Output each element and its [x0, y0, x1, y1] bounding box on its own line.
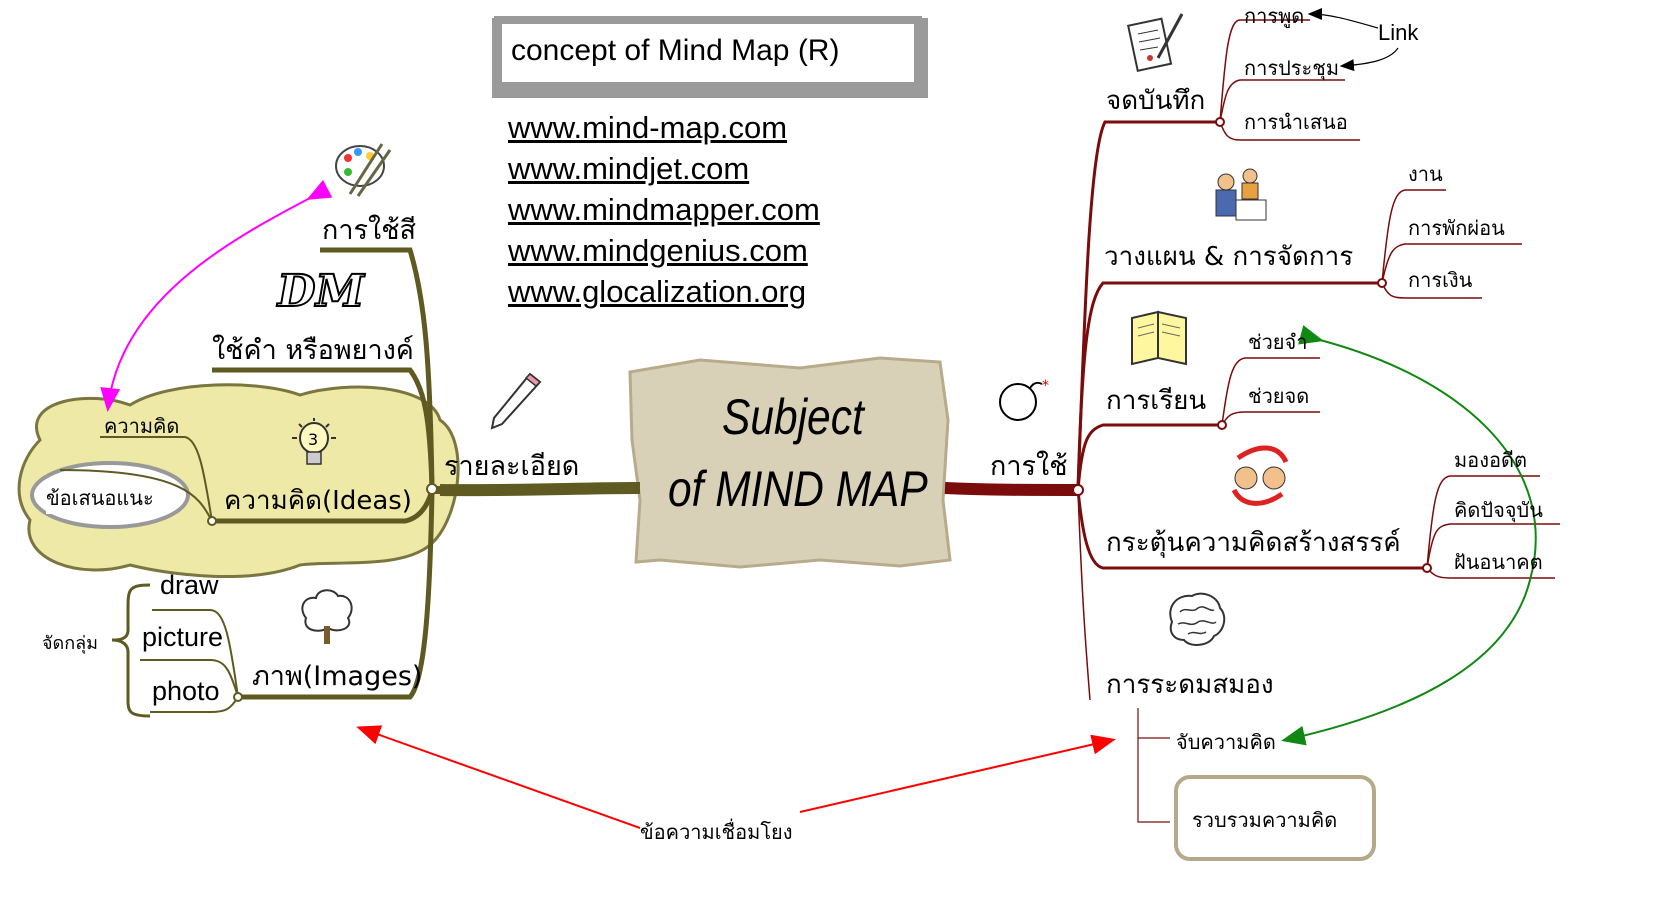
leaf-present-think — [1426, 523, 1560, 569]
leaf-past — [1426, 475, 1540, 569]
meeting-label: การประชุม — [1244, 56, 1340, 80]
right-main-label: การใช้ — [990, 451, 1068, 482]
rest-label: การพักผ่อน — [1408, 216, 1505, 240]
lightbulb-icon: 3 — [292, 418, 336, 465]
left-main-label: รายละเอียด — [444, 451, 580, 482]
images-label: ภาพ(Images) — [252, 661, 423, 692]
photo-label: photo — [152, 676, 220, 706]
collect-label: รวบรวมความคิด — [1192, 808, 1338, 832]
work-label: งาน — [1408, 162, 1443, 186]
plan-label: วางแผน & การจัดการ — [1104, 242, 1354, 272]
book-icon — [1131, 310, 1187, 366]
link-glocalization[interactable]: www.glocalization.org — [508, 274, 807, 309]
svg-text:*: * — [1042, 378, 1049, 394]
svg-text:DM: DM — [273, 265, 369, 317]
present-think-label: คิดปัจจุบัน — [1454, 498, 1543, 522]
idea-sub-label: ความคิด — [104, 414, 180, 438]
capture-label: จับความคิด — [1176, 730, 1276, 754]
suggest-label: ข้อเสนอแนะ — [46, 482, 154, 514]
green-arrow — [1281, 325, 1537, 746]
link-arrow-1 — [1307, 8, 1379, 29]
ideas-label: ความคิด(Ideas) — [224, 486, 412, 516]
color-label: การใช้สี — [322, 215, 416, 246]
red-arrow-right — [799, 734, 1116, 813]
palette-icon — [335, 143, 392, 197]
group-label: จัดกลุ่ม — [42, 633, 99, 654]
leaf-work — [1381, 189, 1446, 284]
speak-label: การพูด — [1244, 4, 1305, 28]
leaf-brain-stem — [1137, 708, 1170, 823]
branch-create — [1076, 489, 1427, 570]
dm-text-icon: DM — [272, 264, 370, 318]
meeting-icon — [1215, 168, 1267, 221]
past-label: มองอดีต — [1454, 448, 1527, 472]
jot-label: ช่วยจด — [1248, 384, 1310, 408]
branch-picture — [140, 659, 239, 698]
branch-study — [1076, 423, 1222, 491]
brain-label: การระดมสมอง — [1106, 670, 1274, 700]
study-label: การเรียน — [1106, 386, 1207, 416]
leaf-remember — [1221, 357, 1320, 426]
future-label: ฝันอนาคต — [1454, 550, 1543, 574]
notes-label: จดบันทึก — [1106, 86, 1206, 116]
leaf-meeting — [1219, 79, 1345, 123]
center-line-1: Subject — [722, 389, 864, 445]
tree-icon — [301, 589, 353, 644]
branch-images — [238, 489, 435, 700]
branch-plan — [1076, 281, 1382, 491]
branch-words — [212, 367, 435, 489]
leaf-jot — [1221, 411, 1320, 426]
link-mindgenius[interactable]: www.mindgenius.com — [508, 233, 808, 268]
brain-icon — [1169, 592, 1226, 646]
pink-arrow — [100, 179, 333, 412]
bomb-icon: * — [999, 378, 1049, 421]
link-arrow-2 — [1339, 47, 1399, 72]
group-brace — [111, 583, 151, 718]
picture-label: picture — [142, 622, 224, 652]
words-label: ใช้คำ หรือพยางค์ — [212, 335, 414, 366]
present-label: การนำเสนอ — [1244, 110, 1348, 134]
title-box-text: concept of Mind Map (R) — [511, 34, 840, 67]
writing-hand-icon — [1127, 13, 1184, 72]
title-box — [494, 16, 922, 90]
link-label: Link — [1378, 20, 1419, 45]
create-label: กระตุ้นความคิดสร้างสรรค์ — [1106, 528, 1401, 558]
svg-text:3: 3 — [308, 430, 318, 449]
leaf-rest — [1381, 243, 1522, 284]
branch-idea-sub — [100, 436, 213, 522]
center-line-2: of MIND MAP — [668, 461, 928, 517]
draw-label: draw — [160, 570, 219, 600]
branch-notes — [1076, 120, 1220, 491]
leaf-speak — [1219, 19, 1310, 123]
money-label: การเงิน — [1408, 268, 1473, 292]
bottom-link-label: ข้อความเชื่อมโยง — [640, 820, 793, 844]
link-mindmapper[interactable]: www.mindmapper.com — [508, 192, 820, 227]
faces-arrows-icon — [1231, 445, 1289, 506]
pencil-icon — [490, 372, 542, 430]
center-box — [628, 356, 952, 569]
branch-suggest — [59, 469, 213, 522]
link-mind-map[interactable]: www.mind-map.com — [508, 110, 788, 145]
branch-brain — [1077, 489, 1091, 701]
branch-draw — [152, 609, 239, 698]
red-arrow-left — [356, 725, 641, 829]
link-mindjet[interactable]: www.mindjet.com — [508, 151, 750, 186]
remember-label: ช่วยจำ — [1248, 330, 1308, 354]
collect-box — [1174, 775, 1376, 861]
